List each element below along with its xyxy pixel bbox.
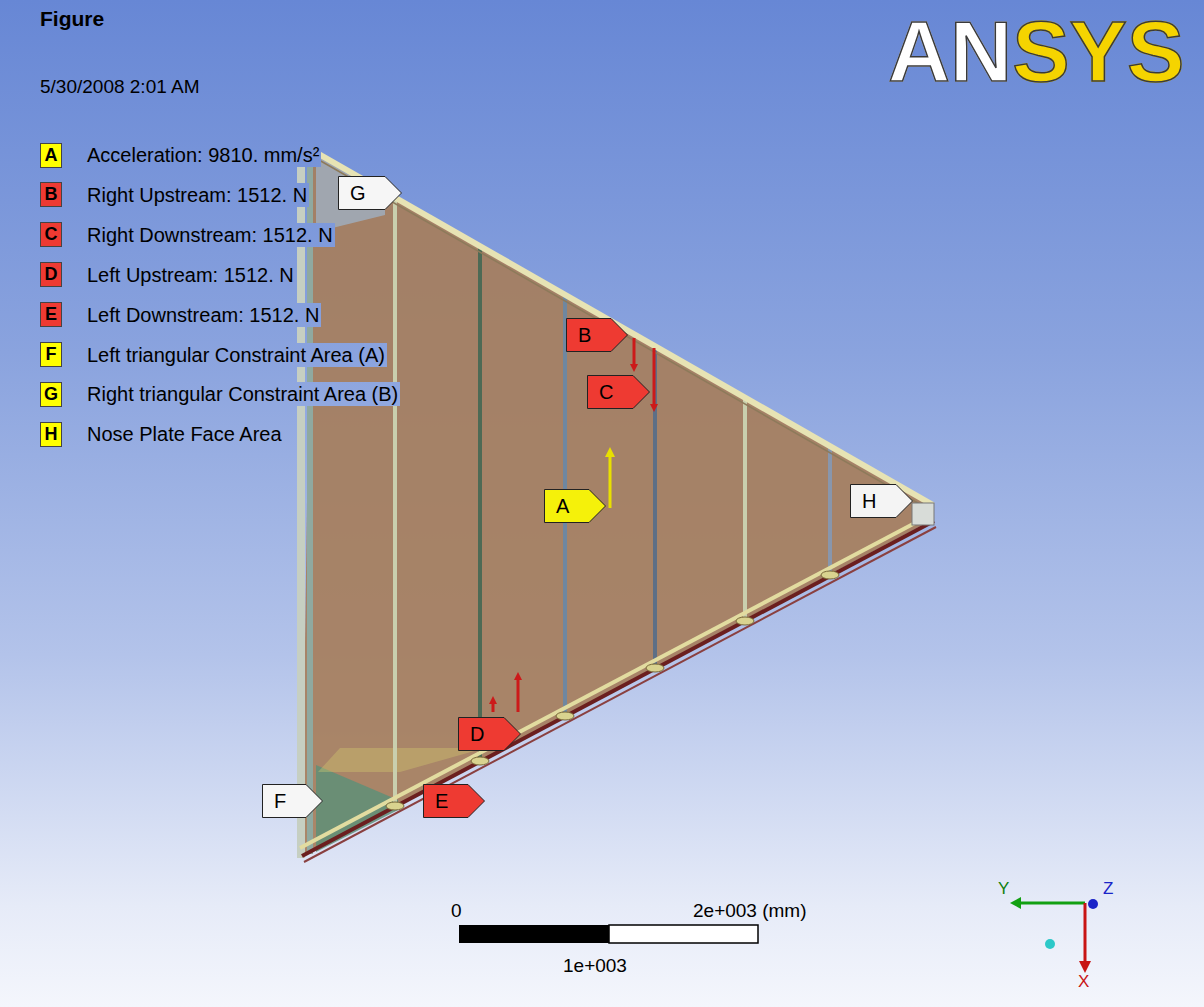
- callout-flag: E: [423, 784, 485, 818]
- flag-outline: [588, 376, 650, 409]
- axis-x: [1084, 903, 1087, 964]
- legend-text: Nose Plate Face Area: [85, 422, 284, 446]
- scale-mid: 1e+003: [563, 955, 627, 977]
- callout-flag: D: [458, 717, 521, 751]
- callout-flag: H: [850, 484, 913, 518]
- flag-shape: [338, 176, 402, 210]
- left-frame-inner: [307, 152, 313, 854]
- legend-letter: C: [41, 223, 61, 246]
- flag-outline: [459, 718, 521, 751]
- legend-swatch: C: [40, 222, 62, 247]
- legend-letter: H: [41, 423, 61, 446]
- top-edge-shade: [312, 156, 930, 510]
- legend-text: Acceleration: 9810. mm/s²: [85, 143, 321, 167]
- legend-text: Right Upstream: 1512. N: [85, 183, 309, 207]
- axis-z: [1088, 899, 1098, 909]
- callout-flag: A: [544, 489, 606, 523]
- callout-flag: B: [566, 318, 628, 352]
- bottom-beam-lower: [304, 527, 936, 862]
- callout-letter: A: [544, 489, 569, 523]
- flag-outline: [263, 785, 323, 818]
- legend-letter: E: [41, 303, 61, 326]
- axis-label: Z: [1103, 879, 1113, 899]
- callout-letter: C: [587, 375, 613, 409]
- callout-flag: G: [338, 176, 402, 210]
- legend-text: Right Downstream: 1512. N: [85, 223, 335, 247]
- legend-text: Left triangular Constraint Area (A): [85, 343, 387, 367]
- callout-flag: C: [587, 375, 650, 409]
- legend-swatch: H: [40, 422, 62, 447]
- flag-outline: [424, 785, 485, 818]
- legend-text: Left Upstream: 1512. N: [85, 263, 296, 287]
- figure-title: Figure: [40, 7, 104, 31]
- stiffeners: [395, 198, 830, 805]
- flag-shape: [587, 375, 650, 409]
- flag-outline: [339, 177, 402, 210]
- ansys-logo: ANSYS: [888, 8, 1184, 94]
- legend-swatch: A: [40, 143, 62, 168]
- legend-swatch: F: [40, 342, 62, 367]
- constraint-highlight: [318, 748, 485, 772]
- flag-shape: [566, 318, 628, 352]
- callout-flag: F: [262, 784, 323, 818]
- left-frame: [297, 150, 305, 858]
- callout-letter: H: [850, 484, 876, 518]
- axis-y-head: [1010, 897, 1021, 909]
- legend-letter: F: [41, 343, 61, 366]
- acceleration-arrow: [609, 452, 612, 508]
- axis-y: [1018, 902, 1085, 905]
- triangular-panel: [302, 150, 932, 855]
- flag-shape: [262, 784, 323, 818]
- flag-shape: [458, 717, 521, 751]
- scale-bar-white: [609, 925, 758, 943]
- callout-letter: B: [566, 318, 591, 352]
- callout-letter: D: [458, 717, 484, 751]
- flag-outline: [567, 319, 628, 352]
- legend-text: Right triangular Constraint Area (B): [85, 382, 400, 406]
- scale-max: 2e+003 (mm): [693, 900, 807, 922]
- bottom-edge-light: [300, 514, 932, 848]
- legend-letter: B: [41, 183, 61, 206]
- axis-x-head: [1079, 961, 1091, 973]
- callout-letter: E: [423, 784, 448, 818]
- force-arrows: [493, 338, 654, 712]
- flag-shape: [423, 784, 485, 818]
- timestamp: 5/30/2008 2:01 AM: [40, 76, 200, 98]
- legend-swatch: E: [40, 302, 62, 327]
- top-edge: [310, 149, 933, 505]
- flag-shape: [850, 484, 913, 518]
- view-ball: [1045, 939, 1055, 949]
- flag-outline: [545, 490, 606, 523]
- legend-letter: A: [41, 144, 61, 167]
- legend-text: Left Downstream: 1512. N: [85, 303, 321, 327]
- scale-zero: 0: [451, 900, 462, 922]
- axis-label: Y: [998, 879, 1009, 899]
- nose-plate: [912, 503, 934, 525]
- legend-letter: G: [41, 383, 61, 406]
- beam-clips: [386, 571, 839, 810]
- callout-letter: F: [262, 784, 286, 818]
- legend-swatch: D: [40, 262, 62, 287]
- legend-swatch: G: [40, 382, 62, 407]
- scale-bar-black: [459, 925, 609, 943]
- callout-letter: G: [338, 176, 366, 210]
- legend-letter: D: [41, 263, 61, 286]
- bottom-beam: [302, 521, 934, 856]
- flag-outline: [851, 485, 913, 518]
- flag-shape: [544, 489, 606, 523]
- left-constraint-area: [316, 765, 398, 852]
- legend-swatch: B: [40, 182, 62, 207]
- axis-label: X: [1078, 972, 1089, 992]
